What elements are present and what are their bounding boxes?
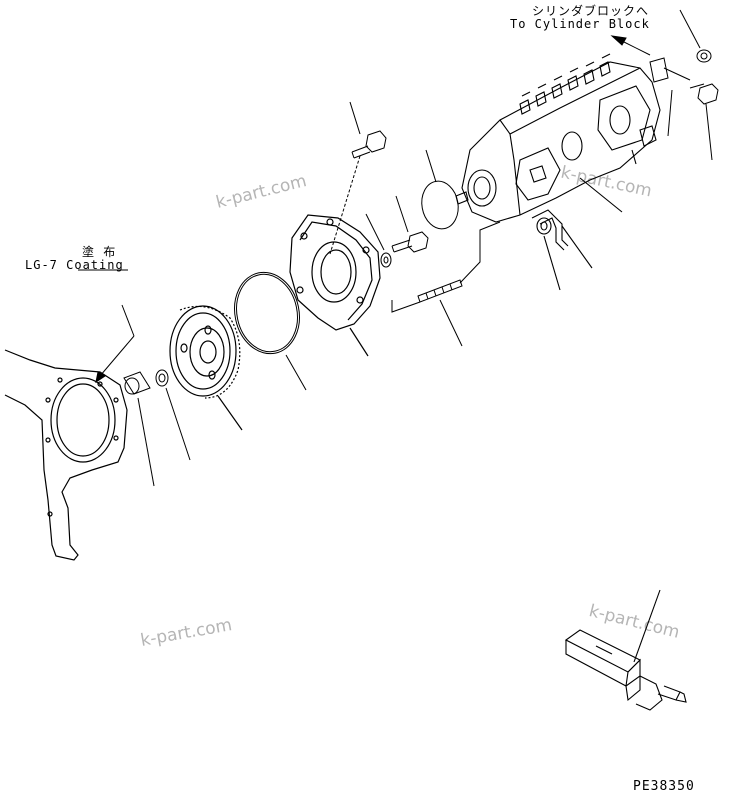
bracket-hardware bbox=[650, 10, 718, 160]
dowel-pin bbox=[124, 372, 154, 486]
middle-bolt bbox=[392, 196, 428, 252]
coating-label-jp: 塗 布 bbox=[82, 245, 117, 259]
drive-gear bbox=[170, 306, 242, 430]
gasket-disc bbox=[418, 150, 462, 232]
cylinder-block-label-jp: シリンダブロックへ bbox=[532, 4, 650, 18]
coating-leader bbox=[78, 270, 134, 382]
drawing-code: PE38350 bbox=[633, 779, 695, 794]
flange-washer bbox=[366, 214, 391, 267]
upper-bolt bbox=[330, 102, 386, 254]
front-plate bbox=[5, 350, 127, 560]
coating-label-en: LG-7 Coating bbox=[25, 258, 124, 272]
direction-arrow bbox=[612, 36, 650, 55]
stud bbox=[392, 222, 500, 346]
cylinder-block-label-en: To Cylinder Block bbox=[510, 17, 650, 31]
injection-pump bbox=[456, 54, 660, 290]
mounting-flange bbox=[290, 215, 380, 356]
special-tool bbox=[566, 590, 686, 710]
washer bbox=[156, 370, 190, 460]
o-ring bbox=[227, 266, 307, 390]
